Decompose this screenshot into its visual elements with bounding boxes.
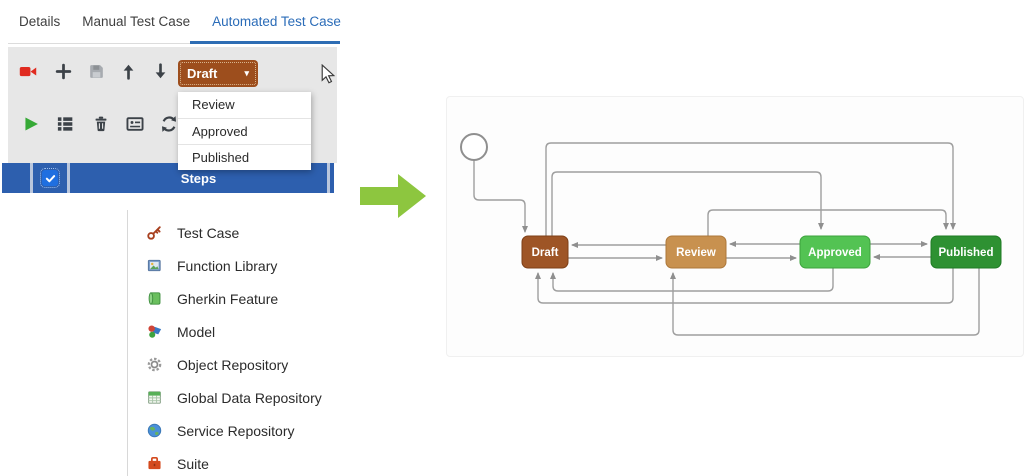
steps-column-label: Steps [180,170,217,186]
save-floppy-icon [89,64,103,78]
menu-item-label: Object Repository [177,356,289,373]
save-button[interactable] [85,60,107,82]
chevron-down-icon: ▾ [244,68,249,78]
svg-text:Published: Published [939,247,994,259]
svg-text:Review: Review [676,247,716,259]
menu-item-model[interactable]: Model [128,315,360,348]
arrow-down-icon [155,62,165,78]
menu-item-label: Global Data Repository [177,389,322,406]
menu-item-suite[interactable]: Suite [128,447,360,476]
menu-item-label: Suite [177,455,209,472]
menu-item-label: Model [177,323,216,340]
state-draft[interactable]: Draft [521,235,569,269]
step-list-button[interactable] [54,113,76,135]
start-node[interactable] [460,133,488,161]
transition-start-draft [473,160,528,233]
move-down-button[interactable] [149,60,171,82]
model-shapes-icon [148,325,162,338]
transition-review-published [707,209,949,236]
menu-item-gherkin-feature[interactable]: Gherkin Feature [128,282,360,315]
state-approved[interactable]: Approved [799,235,871,269]
flow-arrow-icon [358,172,428,227]
status-dropdown-menu: Review Approved Published [178,92,311,170]
status-option-review[interactable]: Review [192,97,235,112]
list-icon [57,117,73,131]
transition-approved-draft [550,268,834,292]
svg-text:Draft: Draft [532,247,559,259]
select-all-column [33,163,67,193]
workflow-diagram: Draft Review Approved Published [446,96,1024,357]
state-review[interactable]: Review [665,235,727,269]
data-card-icon [126,117,144,131]
gear-icon [147,357,162,372]
gherkin-scroll-icon [148,292,161,305]
tab-automated-test-case[interactable]: Automated Test Case [212,14,341,29]
artifact-menu: Test Case Function Library Gherkin Featu… [127,210,360,476]
run-button[interactable] [20,113,42,135]
transition-published-review [670,268,980,336]
menu-item-test-case[interactable]: Test Case [128,216,360,249]
menu-item-object-repository[interactable]: Object Repository [128,348,360,381]
menu-item-global-data-repository[interactable]: Global Data Repository [128,381,360,414]
status-option-published[interactable]: Published [178,144,311,170]
tab-details[interactable]: Details [19,14,61,29]
data-view-button[interactable] [124,113,146,135]
add-step-button[interactable] [52,60,74,82]
transition-draft-published [545,142,956,236]
play-icon [25,117,38,131]
status-option-approved[interactable]: Approved [178,118,311,144]
mouse-cursor-icon [320,63,336,89]
data-grid-icon [148,391,161,404]
refresh-button[interactable] [158,113,180,135]
key-icon [147,226,161,240]
video-camera-icon [19,67,37,77]
menu-item-label: Function Library [177,257,278,274]
state-published[interactable]: Published [930,235,1002,269]
steps-column-header[interactable]: Steps [70,163,327,193]
trash-icon [95,116,107,132]
check-icon [45,174,55,182]
menu-item-label: Test Case [177,224,240,241]
menu-item-function-library[interactable]: Function Library [128,249,360,282]
plus-icon [55,63,71,79]
transition-draft-approved [551,171,824,236]
globe-icon [147,423,162,438]
menu-item-label: Service Repository [177,422,295,439]
transition-published-draft [535,268,954,304]
tab-manual-test-case[interactable]: Manual Test Case [82,14,191,29]
svg-text:Approved: Approved [808,247,862,259]
menu-item-service-repository[interactable]: Service Repository [128,414,360,447]
menu-item-label: Gherkin Feature [177,290,279,307]
active-tab-underline [190,41,340,44]
select-all-checkbox[interactable] [40,168,60,188]
arrow-up-icon [123,64,133,80]
delete-button[interactable] [90,113,112,135]
status-dropdown[interactable]: Draft ▾ [178,60,258,87]
row-handle-column [2,163,30,193]
move-up-button[interactable] [117,60,139,82]
briefcase-icon [148,456,161,470]
status-dropdown-value: Draft [187,66,218,81]
record-button[interactable] [17,60,39,82]
library-icon [147,259,161,272]
refresh-icon [162,116,176,132]
tab-bar: Details Manual Test Case Automated Test … [8,0,341,44]
